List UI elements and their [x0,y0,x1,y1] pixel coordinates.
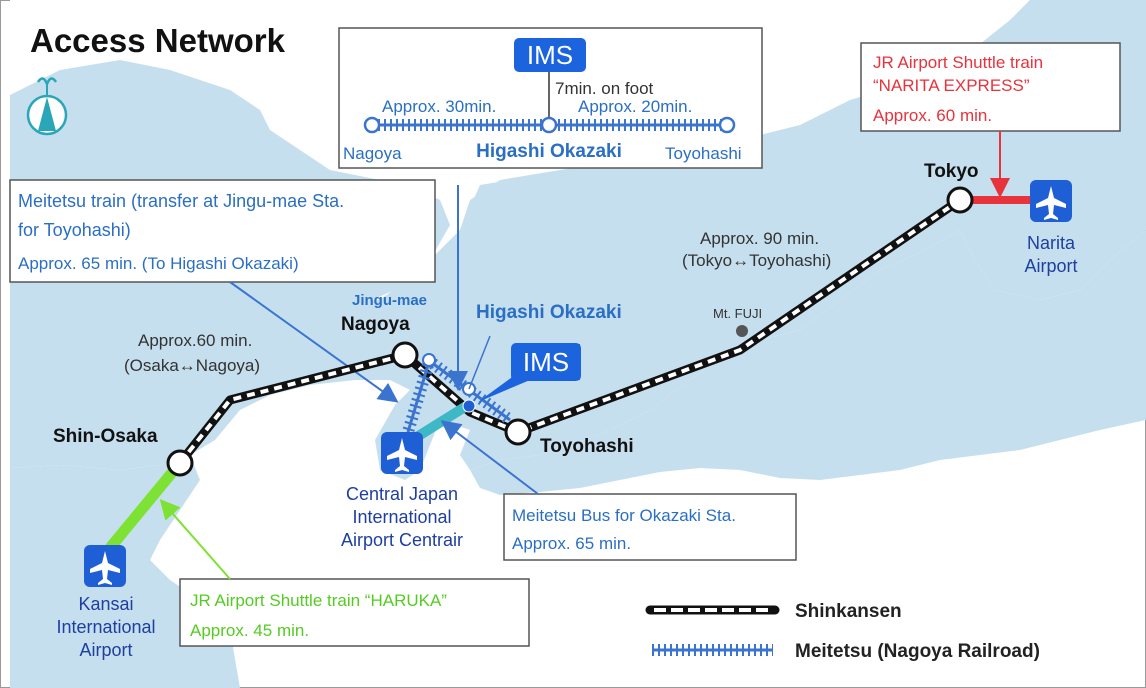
inset-station-toyohashi[interactable] [718,116,736,134]
time-tokyo-toyohashi: Approx. 90 min. [700,229,819,248]
meitetsu-train-arrow [229,281,399,403]
label-kansai-2: International [56,617,155,637]
label-narita-1: Narita [1027,233,1076,253]
legend-shinkansen-label: Shinkansen [795,601,902,622]
mt-fuji-label: Mt. FUJI [713,306,762,321]
ims-location-dot[interactable] [462,399,476,413]
station-nagoya[interactable] [391,341,419,369]
label-centrair-1: Central Japan [346,484,458,504]
ims-badge[interactable] [514,38,586,72]
inset-station-nagoya[interactable] [363,116,381,134]
time-tokyo-toyohashi-route: (Tokyo↔Toyohashi) [682,251,831,270]
mt-fuji-marker [736,325,748,337]
label-nagoya: Nagoya [341,314,410,335]
label-kansai-3: Airport [79,640,132,660]
bus-arrow [440,420,539,495]
map-title: Access Network [30,22,286,59]
label-toyohashi: Toyohashi [540,436,634,457]
centrair-airplane-icon[interactable] [381,432,423,474]
meitetsu-bus-box: Meitetsu Bus for Okazaki Sta. Approx. 65… [503,493,797,561]
meitetsu-line2: for Toyohashi) [18,220,131,240]
meitetsu-time: Approx. 65 min. (To Higashi Okazaki) [18,254,299,273]
station-toyohashi[interactable] [504,418,532,446]
label-higashi-okazaki: Higashi Okazaki [476,302,622,323]
ims-callout-label: IMS [523,347,569,377]
legend-meitetsu-label: Meitetsu (Nagoya Railroad) [795,641,1040,662]
haruka-box: JR Airport Shuttle train “HARUKA” Approx… [179,578,530,647]
legend: Shinkansen Meitetsu (Nagoya Railroad) [645,601,1040,662]
haruka-line1: JR Airport Shuttle train “HARUKA” [190,591,447,610]
bus-line1: Meitetsu Bus for Okazaki Sta. [512,506,736,525]
haruka-arrow [159,498,231,580]
ims-badge-label: IMS [527,40,573,70]
meitetsu-train-box: Meitetsu train (transfer at Jingu-mae St… [9,179,436,283]
label-jingu-mae: Jingu-mae [352,292,427,309]
higashi-okazaki-leader [468,335,491,390]
bus-time: Approx. 65 min. [512,534,631,553]
label-kansai-1: Kansai [78,594,133,614]
narita-time: Approx. 60 min. [873,106,992,125]
label-centrair-2: International [352,507,451,527]
narita-express-box: JR Airport Shuttle train “NARITA EXPRESS… [860,42,1121,132]
station-shin-osaka[interactable] [166,449,194,477]
inset-station-higashi-okazaki[interactable] [540,116,558,134]
haruka-line [95,459,185,564]
inset-label-nagoya: Nagoya [343,144,402,163]
compass-north-icon [26,77,68,136]
station-jingu-mae[interactable] [422,353,436,367]
walk-time: 7min. on foot [555,79,654,98]
inset-label-toyohashi: Toyohashi [665,144,742,163]
narita-line1: JR Airport Shuttle train [873,53,1043,72]
kansai-airplane-icon[interactable] [84,545,126,587]
ims-inset-panel: IMS 7min. on foot Approx. 30min. Approx.… [338,27,763,169]
ims-callout[interactable] [478,343,581,402]
narita-airplane-icon[interactable] [1030,180,1072,222]
haruka-time: Approx. 45 min. [190,621,309,640]
time-osaka-nagoya: Approx.60 min. [138,331,252,350]
meitetsu-line1: Meitetsu train (transfer at Jingu-mae St… [18,191,344,211]
inset-right-time: Approx. 20min. [578,97,692,116]
time-osaka-nagoya-route: (Osaka↔Nagoya) [124,356,260,375]
inset-left-time: Approx. 30min. [382,97,496,116]
station-tokyo[interactable] [946,186,974,214]
narita-line2: “NARITA EXPRESS” [873,76,1030,95]
label-shin-osaka: Shin-Osaka [53,426,158,447]
label-narita-2: Airport [1024,256,1077,276]
label-centrair-3: Airport Centrair [341,530,463,550]
label-tokyo: Tokyo [924,161,979,182]
inset-label-higashi-okazaki: Higashi Okazaki [476,141,622,162]
